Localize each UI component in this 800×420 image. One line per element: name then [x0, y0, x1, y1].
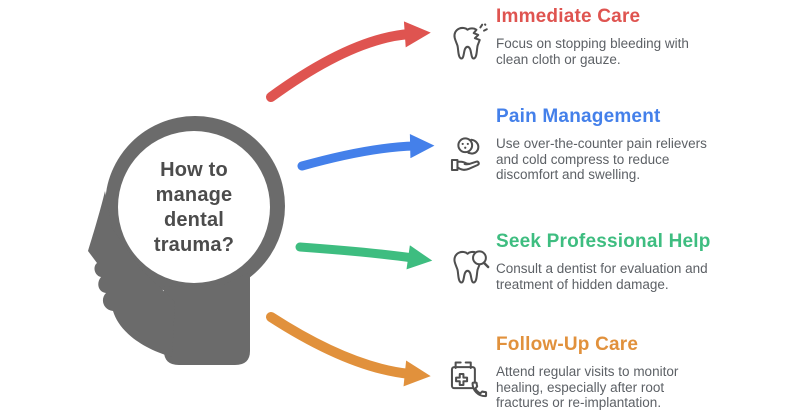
item-description: Focus on stopping bleeding with clean cl… — [496, 36, 746, 67]
description-line: discomfort and swelling. — [496, 167, 641, 182]
question-line: How to — [160, 159, 228, 181]
calendar-phone-icon — [450, 361, 488, 398]
head-face-profile — [88, 191, 175, 357]
item-follow-up-care: Follow-Up Care Attend regular visits to … — [446, 334, 746, 411]
item-immediate-care: Immediate Care Focus on stopping bleedin… — [446, 6, 746, 67]
item-description: Attend regular visits to monitor healing… — [496, 364, 746, 411]
description-line: Use over-the-counter pain relievers — [496, 136, 707, 151]
head-silhouette — [88, 116, 285, 365]
item-description: Use over-the-counter pain relievers and … — [496, 136, 746, 183]
description-line: and cold compress to reduce — [496, 151, 670, 167]
arrow-immediate-care — [266, 21, 431, 102]
hand-medicine-icon — [450, 137, 480, 172]
description-line: Attend regular visits to monitor — [496, 364, 679, 379]
question-line: dental — [163, 209, 225, 231]
item-description: Consult a dentist for evaluation and tre… — [496, 261, 746, 292]
item-pain-management: Pain Management Use over-the-counter pai… — [446, 106, 746, 183]
description-line: Consult a dentist for evaluation and — [496, 261, 708, 276]
arrow-follow-up-care — [266, 312, 431, 387]
head-neck — [164, 272, 250, 365]
description-line: Focus on stopping bleeding with — [496, 36, 689, 51]
arrow-seek-professional-help — [295, 242, 433, 270]
question-line: trauma? — [153, 234, 235, 256]
item-seek-professional-help: Seek Professional Help Consult a dentist… — [446, 231, 746, 292]
head-thought-circle — [118, 131, 270, 283]
description-line: healing, especially after root — [496, 379, 665, 395]
cracked-tooth-icon — [453, 23, 488, 60]
description-line: clean cloth or gauze. — [496, 51, 621, 67]
item-heading: Follow-Up Care — [496, 334, 639, 355]
arrow-pain-management — [297, 133, 435, 171]
description-line: fractures or re-implantation. — [496, 395, 662, 410]
description-line: treatment of hidden damage. — [496, 276, 669, 292]
central-question: How to manage dental trauma? — [119, 158, 269, 258]
item-heading: Immediate Care — [496, 6, 641, 27]
item-heading: Pain Management — [496, 106, 661, 127]
question-line: manage — [155, 184, 233, 206]
tooth-magnifier-icon — [453, 250, 490, 284]
item-heading: Seek Professional Help — [496, 231, 711, 252]
